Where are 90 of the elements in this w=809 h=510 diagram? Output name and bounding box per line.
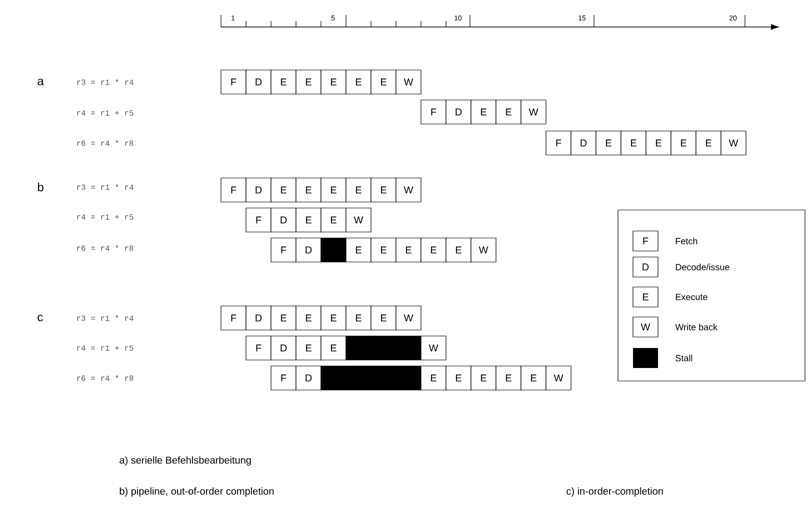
legend-sample: W	[632, 316, 658, 338]
stage-cell: W	[396, 178, 422, 202]
stage-cell: W	[346, 208, 372, 232]
stage-cell: E	[446, 238, 472, 262]
instruction-code: r6 = r4 * r8	[77, 375, 134, 381]
stage-cell: D	[296, 366, 322, 390]
caption-text: b) pipeline, out-of-order completion	[120, 487, 274, 497]
legend-sample: D	[632, 256, 658, 278]
legend-text: Fetch	[676, 238, 698, 244]
row-letter: a	[38, 78, 44, 86]
instruction-code: r6 = r4 * r8	[77, 245, 134, 251]
instruction-code: r3 = r1 * r4	[77, 184, 134, 190]
stage-cell: E	[496, 100, 522, 124]
stage-cell: E	[346, 238, 372, 262]
stage-cell: F	[270, 238, 296, 262]
row-letter: b	[38, 182, 44, 192]
stage-cell: D	[446, 100, 472, 124]
stall-block	[346, 336, 422, 360]
stage-cell: E	[646, 130, 672, 156]
stage-cell: E	[470, 100, 496, 124]
stage-cell: E	[446, 366, 472, 390]
stage-cell: F	[220, 70, 246, 94]
legend-sample: F	[632, 230, 658, 252]
instruction-code: r4 = r1 + r5	[77, 214, 134, 220]
legend-text: Stall	[676, 354, 692, 362]
stage-cell: E	[296, 336, 322, 360]
stage-cell: E	[370, 178, 396, 202]
stage-cell: F	[546, 130, 572, 156]
stage-cell: E	[296, 208, 322, 232]
stage-cell: W	[546, 366, 572, 390]
stage-cell: D	[246, 70, 272, 94]
stage-cell: E	[420, 366, 446, 390]
stage-cell: W	[470, 238, 496, 262]
stage-cell: F	[420, 100, 446, 124]
stage-cell: F	[270, 366, 296, 390]
legend-sample: E	[632, 286, 658, 308]
caption-text: c) in-order-completion	[566, 487, 663, 497]
stage-cell: E	[620, 130, 646, 156]
stage-cell: E	[496, 366, 522, 390]
stage-cell: F	[246, 336, 272, 360]
stage-cell: D	[270, 208, 296, 232]
row-letter: c	[38, 314, 43, 322]
caption-text: a) serielle Befehlsbearbeitung	[120, 456, 251, 466]
stage-cell: E	[346, 70, 372, 94]
stage-cell: D	[246, 178, 272, 202]
stage-cell: D	[570, 130, 596, 156]
stage-cell: E	[520, 366, 546, 390]
instruction-code: r3 = r1 * r4	[77, 79, 134, 85]
stage-cell: E	[320, 178, 346, 202]
legend-text: Execute	[676, 294, 708, 300]
stage-cell: E	[370, 70, 396, 94]
instruction-code: r4 = r1 + r5	[77, 345, 134, 351]
stage-cell: W	[520, 100, 546, 124]
stall-block	[320, 238, 346, 262]
stage-cell: W	[396, 70, 422, 94]
stage-cell: F	[220, 178, 246, 202]
stage-cell: E	[396, 238, 422, 262]
stage-cell: E	[370, 238, 396, 262]
stage-cell: D	[296, 238, 322, 262]
stage-cell: E	[420, 238, 446, 262]
stage-cell: E	[596, 130, 622, 156]
stall-block	[320, 366, 422, 390]
stage-cell: E	[470, 366, 496, 390]
stage-cell: W	[720, 130, 746, 156]
instruction-code: r4 = r1 + r5	[77, 110, 134, 116]
stage-cell: D	[246, 306, 272, 330]
stage-cell: E	[270, 70, 296, 94]
stage-cell: E	[670, 130, 696, 156]
stage-cell: F	[220, 306, 246, 330]
stage-cell: D	[270, 336, 296, 360]
stage-cell: W	[420, 336, 446, 360]
stage-cell: F	[246, 208, 272, 232]
instruction-code: r6 = r4 * r8	[77, 140, 134, 146]
stage-cell: E	[296, 306, 322, 330]
stage-cell: E	[320, 306, 346, 330]
stage-cell: E	[296, 70, 322, 94]
stage-cell: E	[320, 70, 346, 94]
stage-cell: E	[346, 306, 372, 330]
legend-text: Decode/issue	[676, 264, 730, 270]
instruction-code: r3 = r1 * r4	[77, 315, 134, 321]
stage-cell: E	[296, 178, 322, 202]
stage-cell: E	[370, 306, 396, 330]
stage-cell: E	[320, 208, 346, 232]
stage-cell: E	[696, 130, 722, 156]
stage-cell: E	[270, 306, 296, 330]
stage-cell: W	[396, 306, 422, 330]
stage-cell: E	[346, 178, 372, 202]
legend-text: Write back	[675, 324, 718, 330]
stage-cell: E	[320, 336, 346, 360]
stage-cell: E	[270, 178, 296, 202]
